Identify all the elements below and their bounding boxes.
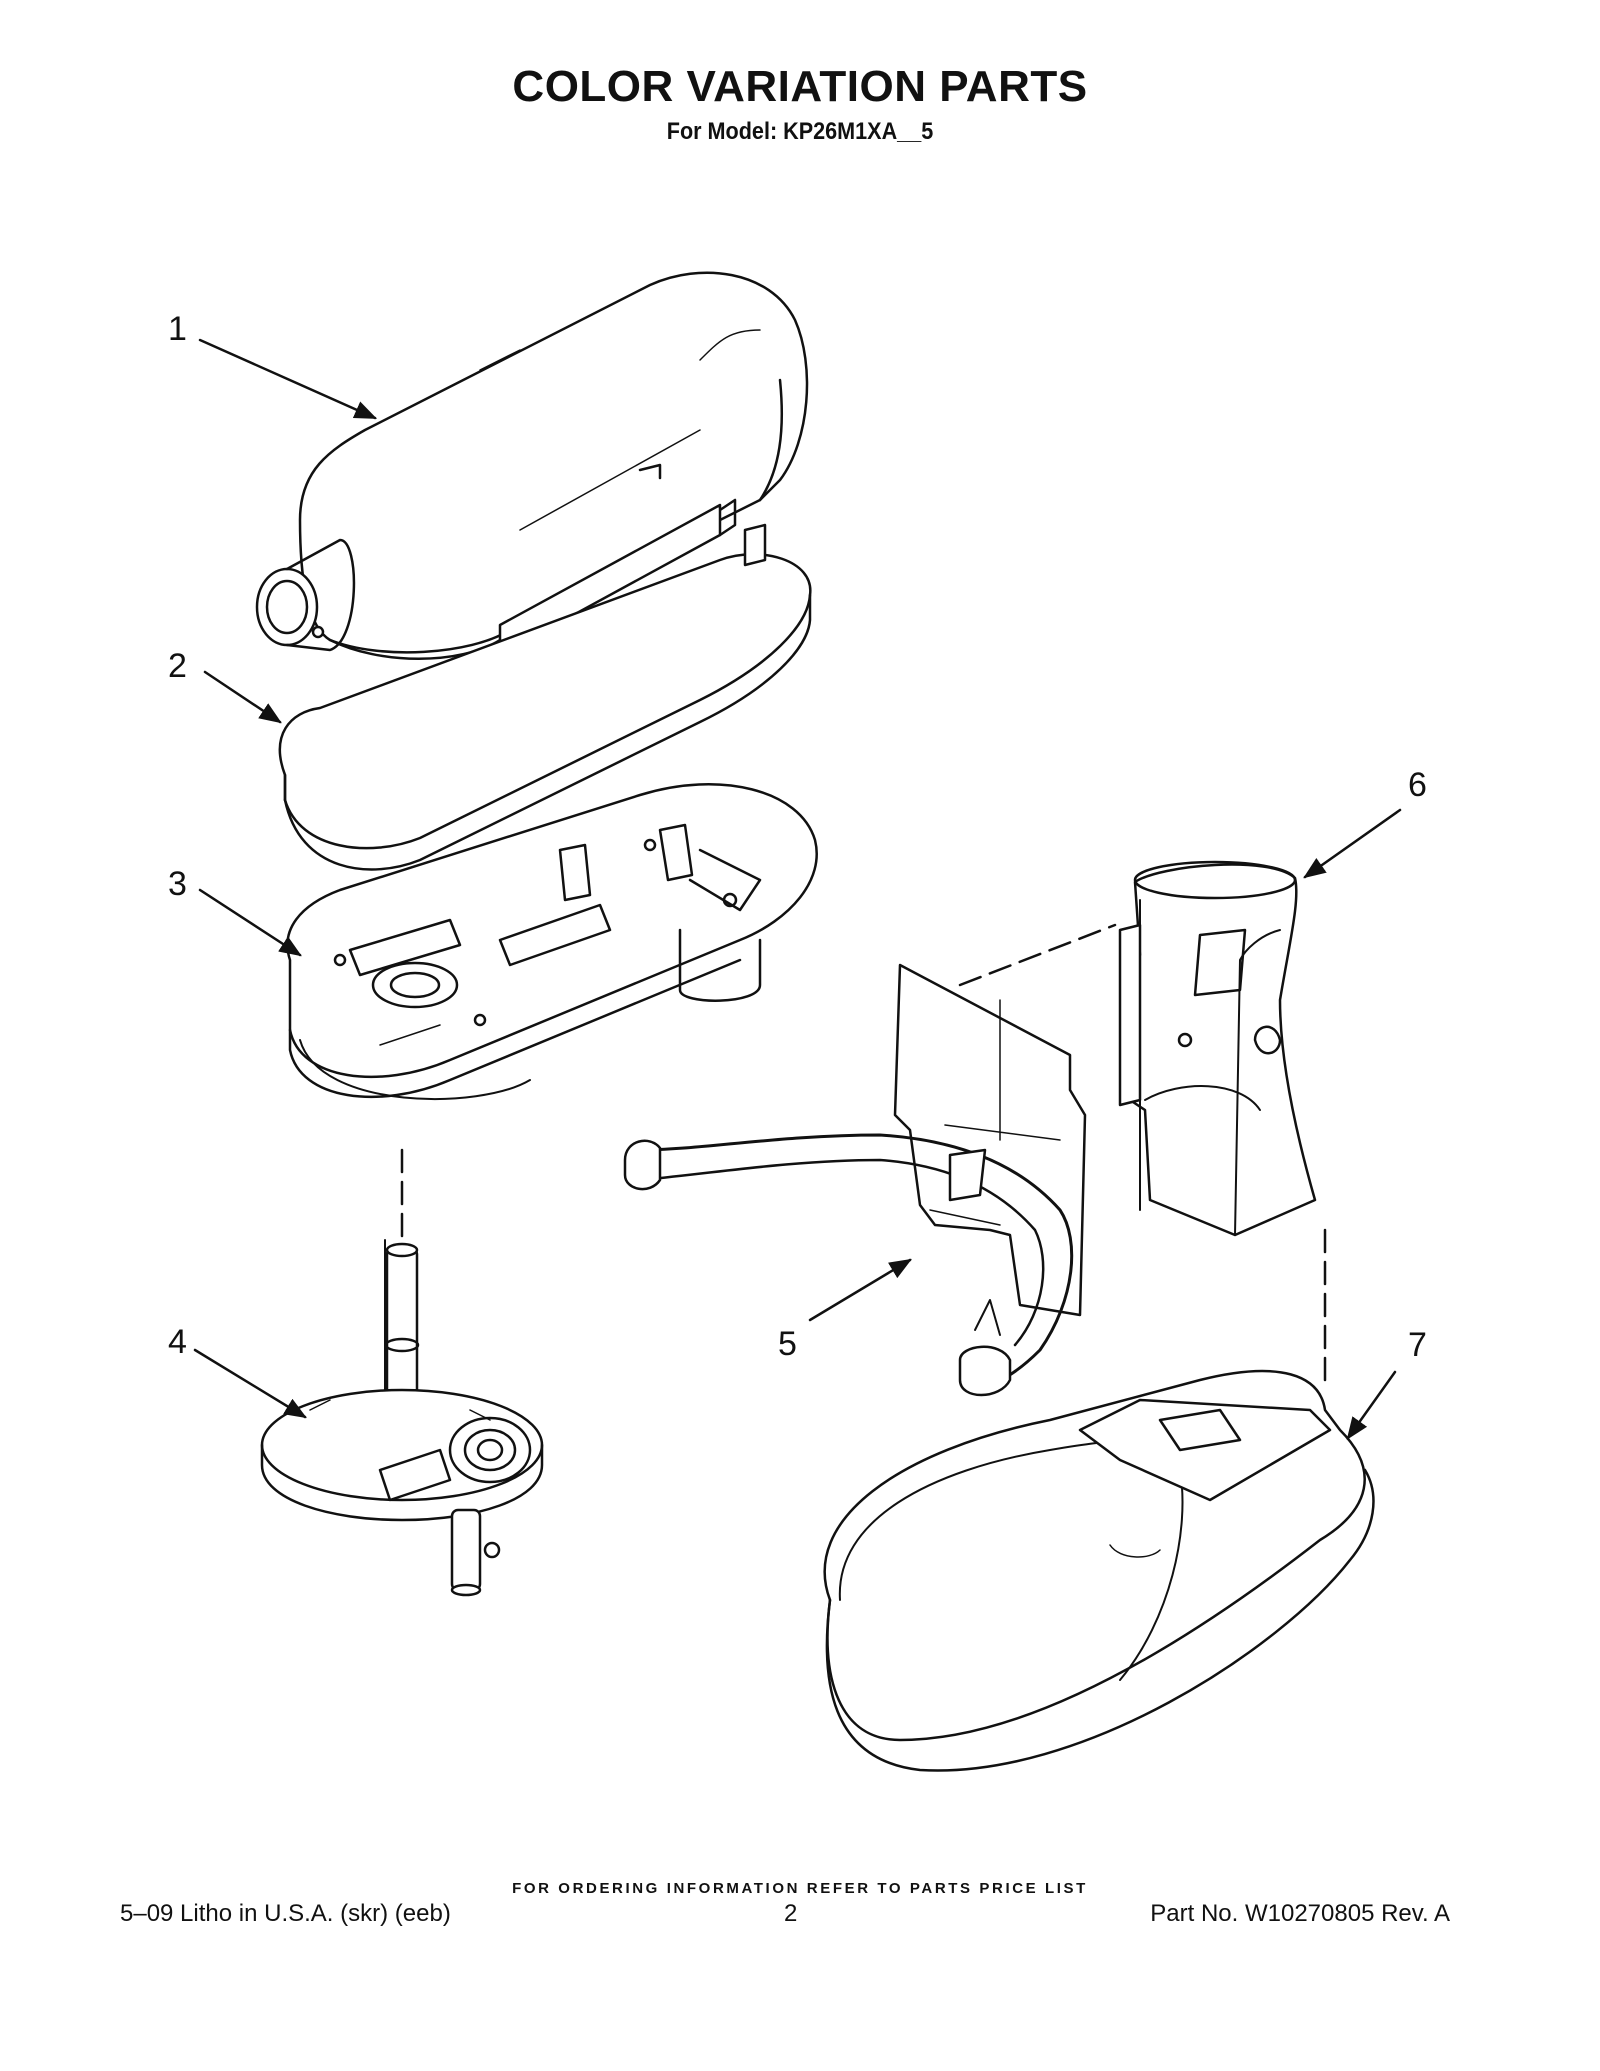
part-number: Part No. W10270805 Rev. A [1150, 1900, 1450, 1927]
page-title: COLOR VARIATION PARTS [512, 62, 1088, 111]
callout-leaders [193, 338, 1402, 1440]
ordering-note: FOR ORDERING INFORMATION REFER TO PARTS … [512, 1880, 1088, 1897]
callout-6: 6 [1408, 766, 1427, 804]
callout-5: 5 [778, 1325, 797, 1363]
callout-7: 7 [1408, 1326, 1427, 1364]
callout-2: 2 [168, 647, 187, 685]
part-7-base [823, 1369, 1375, 1772]
part-2-trim-band [278, 523, 812, 871]
alignment-lines [400, 923, 1327, 1392]
model-subtitle: For Model: KP26M1XA__5 [666, 118, 934, 145]
part-5-bowl-bracket [623, 963, 1087, 1397]
callout-4: 4 [168, 1323, 187, 1361]
litho-info: 5–09 Litho in U.S.A. (skr) (eeb) [120, 1900, 451, 1927]
part-3-gear-case [286, 783, 818, 1101]
page-number: 2 [784, 1900, 798, 1927]
callout-3: 3 [168, 865, 187, 903]
part-6-column-housing [1118, 860, 1317, 1237]
part-4-gear-assembly [260, 1239, 544, 1597]
callout-1: 1 [168, 310, 187, 348]
